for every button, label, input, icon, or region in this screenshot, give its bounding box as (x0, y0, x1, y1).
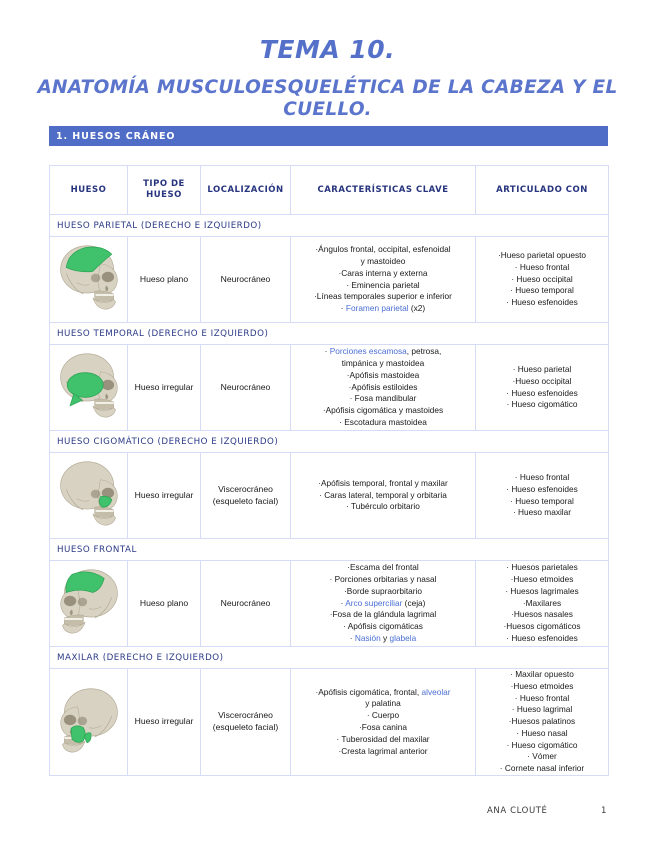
page-subtitle: ANATOMÍA MUSCULOESQUELÉTICA DE LA CABEZA… (37, 76, 618, 120)
skull-temporal-highlighted (53, 345, 125, 425)
table-body: HUESO PARIETAL (DERECHO E IZQUIERDO) Hue… (49, 214, 609, 777)
column-header-articulado: ARTICULADO CON (475, 165, 609, 215)
section-banner-label: 1. HUESOS CRÁNEO (56, 130, 176, 142)
bone-type-cell: Hueso plano (127, 236, 201, 323)
bone-articulations-cell: · Huesos parietales·Hueso etmoides· Hues… (475, 560, 609, 647)
bone-section-label: HUESO TEMPORAL (DERECHO E IZQUIERDO) (49, 322, 609, 345)
bone-section-label: HUESO PARIETAL (DERECHO E IZQUIERDO) (49, 214, 609, 237)
bone-image-cell (49, 344, 128, 431)
bone-articulations-cell: · Hueso parietal·Hueso occipital· Hueso … (475, 344, 609, 431)
page-title: TEMA 10. (259, 35, 396, 64)
table-header: HUESO TIPO DE HUESO LOCALIZACIÓN CARACTE… (49, 165, 609, 215)
skull-frontal-highlighted (53, 561, 125, 641)
bone-location-cell: Neurocráneo (200, 236, 291, 323)
page-footer: ANA CLOUTÉ 1 (0, 806, 655, 826)
bone-articulations-cell: · Hueso frontal· Hueso esfenoides· Hueso… (475, 452, 609, 539)
bone-section-label: HUESO FRONTAL (49, 538, 609, 561)
skull-zygomatic-highlighted (53, 453, 125, 533)
column-header-caracteristicas: CARACTERÍSTICAS CLAVE (290, 165, 476, 215)
column-header-hueso: HUESO (49, 165, 128, 215)
bone-location-cell: Neurocráneo (200, 344, 291, 431)
table-header-row: HUESO TIPO DE HUESO LOCALIZACIÓN CARACTE… (49, 165, 609, 215)
column-header-localizacion: LOCALIZACIÓN (200, 165, 291, 215)
bone-image-cell (49, 667, 128, 777)
bone-features-cell: ·Escama del frontal· Porciones orbitaria… (290, 560, 476, 647)
footer-page-number: 1 (601, 806, 607, 816)
bone-location-cell: Viscerocráneo (esqueleto facial) (200, 452, 291, 539)
footer-author: ANA CLOUTÉ (487, 806, 548, 816)
bone-type-cell: Hueso irregular (127, 667, 201, 777)
bones-table: HUESO TIPO DE HUESO LOCALIZACIÓN CARACTE… (49, 165, 609, 777)
bone-image-cell (49, 236, 128, 323)
bone-type-cell: Hueso irregular (127, 344, 201, 431)
bone-section-row: MAXILAR (DERECHO E IZQUIERDO) (49, 646, 609, 669)
bone-image-cell (49, 452, 128, 539)
bone-type-cell: Hueso plano (127, 560, 201, 647)
bone-section-label: MAXILAR (DERECHO E IZQUIERDO) (49, 646, 609, 669)
bone-section-row: HUESO TEMPORAL (DERECHO E IZQUIERDO) (49, 322, 609, 345)
title-block: TEMA 10. ANATOMÍA MUSCULOESQUELÉTICA DE … (0, 0, 655, 121)
bone-section-row: HUESO CIGOMÁTICO (DERECHO E IZQUIERDO) (49, 430, 609, 453)
skull-maxilla-highlighted (53, 680, 125, 760)
bone-location-cell: Viscerocráneo (esqueleto facial) (200, 667, 291, 777)
bone-articulations-cell: ·Hueso parietal opuesto· Hueso frontal· … (475, 236, 609, 323)
bone-features-cell: · Porciones escamosa, petrosa,timpánica … (290, 344, 476, 431)
bone-section-row: HUESO FRONTAL (49, 538, 609, 561)
bone-image-cell (49, 560, 128, 647)
skull-parietal-highlighted (53, 237, 125, 317)
bone-location-cell: Neurocráneo (200, 560, 291, 647)
bones-table-container: HUESO TIPO DE HUESO LOCALIZACIÓN CARACTE… (49, 165, 609, 777)
bone-articulations-cell: · Maxilar opuesto·Hueso etmoides· Hueso … (475, 667, 609, 777)
bone-section-row: HUESO PARIETAL (DERECHO E IZQUIERDO) (49, 214, 609, 237)
column-header-tipo: TIPO DE HUESO (127, 165, 201, 215)
bone-section-label: HUESO CIGOMÁTICO (DERECHO E IZQUIERDO) (49, 430, 609, 453)
bone-features-cell: ·Apófisis temporal, frontal y maxilar· C… (290, 452, 476, 539)
section-banner: 1. HUESOS CRÁNEO (49, 126, 608, 146)
bone-type-cell: Hueso irregular (127, 452, 201, 539)
